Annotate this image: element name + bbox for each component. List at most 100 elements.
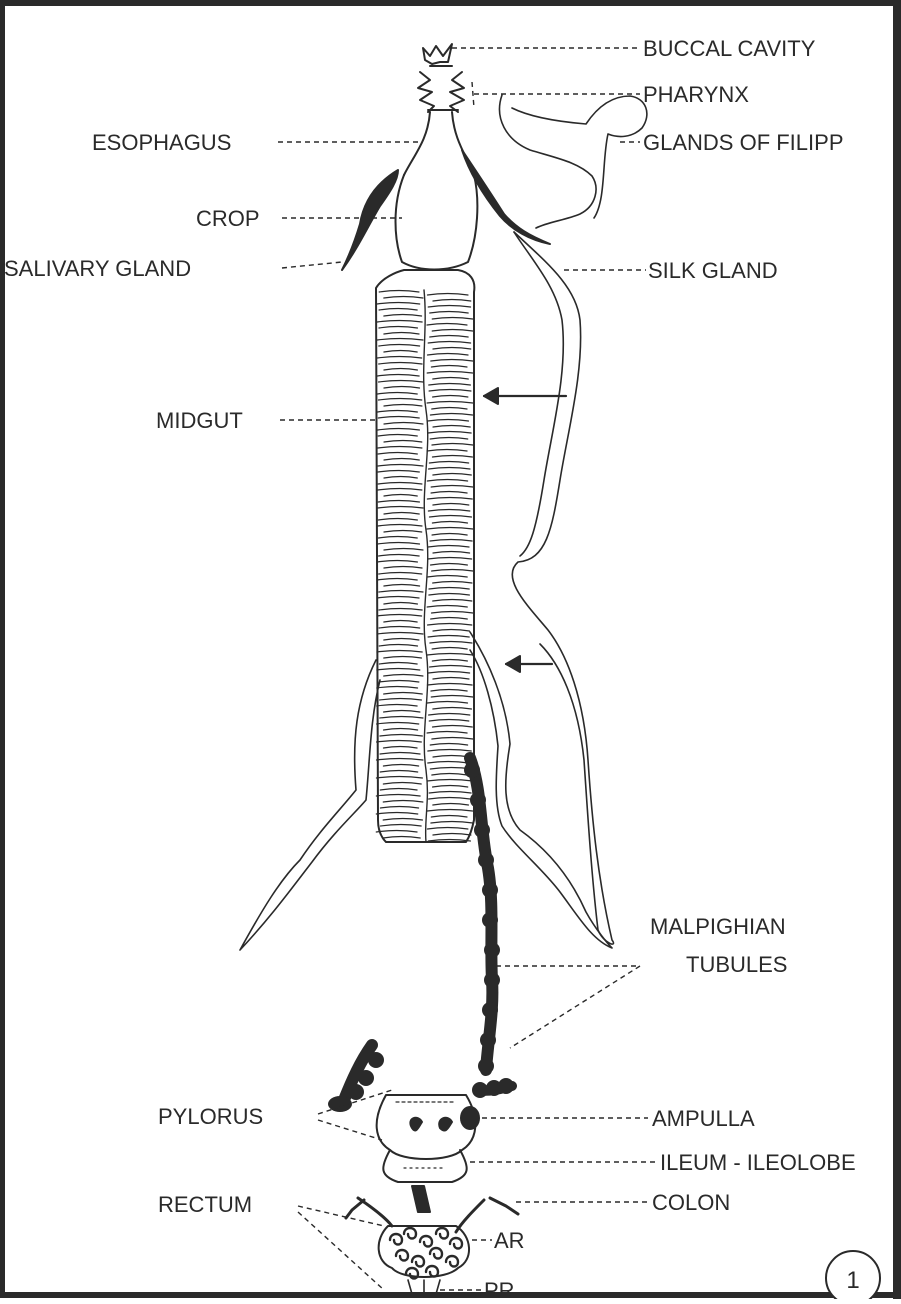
midgut-fold (384, 369, 417, 371)
midgut-fold (432, 648, 467, 650)
midgut-fold (379, 291, 419, 293)
midgut-fold (432, 444, 473, 446)
midgut-fold (430, 540, 472, 542)
midgut-fold (427, 702, 467, 704)
ampulla-left (410, 1118, 422, 1131)
midgut-fold (384, 441, 422, 443)
midgut-fold (383, 747, 417, 749)
midgut-fold (384, 351, 417, 353)
tubule-bead (482, 1002, 498, 1018)
tubule-bead (464, 762, 480, 778)
midgut-fold (376, 813, 417, 815)
filippi-gland-duct (500, 95, 596, 228)
midgut-fold (427, 576, 467, 578)
midgut-fold (377, 705, 417, 707)
midgut-fold (384, 711, 420, 713)
midgut-fold (428, 624, 472, 626)
midgut-fold (377, 651, 422, 653)
midgut-fold (427, 810, 472, 812)
scan-edge (893, 0, 901, 1299)
midgut-fold (378, 447, 422, 449)
midgut-fold (384, 297, 423, 299)
ampulla-right (439, 1118, 452, 1131)
colon-center (412, 1186, 430, 1212)
rectum-coil (426, 1266, 438, 1277)
midgut-fold (430, 666, 472, 668)
midgut-fold (377, 321, 422, 323)
midgut-fold (384, 477, 417, 479)
midgut-fold (384, 675, 423, 677)
midgut-fold (433, 474, 471, 476)
midgut-fold (431, 360, 473, 362)
midgut-fold (378, 429, 420, 431)
leader-malpighian (496, 966, 640, 1048)
midgut-fold (427, 294, 468, 296)
anatomy-drawing (240, 44, 647, 1296)
midgut-fold (433, 300, 471, 302)
midgut-fold (433, 582, 472, 584)
midgut-fold (383, 765, 418, 767)
midgut-fold (378, 435, 417, 437)
rectum-coil (396, 1250, 408, 1261)
midgut-fold (384, 603, 418, 605)
label-salivary-gland: SALIVARY GLAND (4, 256, 191, 281)
midgut-fold (429, 588, 469, 590)
midgut-fold (378, 543, 420, 545)
label-pr: PR (484, 1278, 515, 1299)
midgut-fold (427, 402, 473, 404)
rectum-outline (379, 1226, 469, 1277)
midgut-fold (433, 726, 473, 728)
midgut-fold (433, 804, 469, 806)
midgut-fold (377, 633, 423, 635)
midgut-fold (378, 483, 422, 485)
midgut-fold (384, 423, 423, 425)
label-crop: CROP (196, 206, 260, 231)
midgut-fold (383, 801, 423, 803)
midgut-fold (384, 387, 420, 389)
tubule-bead (480, 1032, 496, 1048)
tubule-bead (478, 1058, 494, 1074)
midgut-fold (429, 594, 470, 596)
midgut-fold (384, 585, 420, 587)
midgut-fold (378, 471, 419, 473)
midgut-fold (433, 378, 469, 380)
midgut-fold (427, 372, 472, 374)
label-ar: AR (494, 1228, 525, 1253)
midgut-fold (432, 534, 467, 536)
midgut-fold (432, 612, 473, 614)
midgut-fold (384, 621, 417, 623)
midgut-fold (379, 645, 417, 647)
midgut-fold (378, 489, 422, 491)
midgut-fold (428, 558, 472, 560)
midgut-fold (379, 609, 422, 611)
ampulla-dark (460, 1106, 480, 1130)
midgut-fold (431, 822, 473, 824)
midgut-fold (377, 669, 420, 671)
rectum-coil (430, 1248, 442, 1259)
midgut-fold (428, 306, 470, 308)
midgut-fold (384, 729, 418, 731)
midgut-fold (378, 453, 417, 455)
midgut-fold (429, 462, 468, 464)
midgut-fold (377, 561, 417, 563)
midgut-fold (429, 720, 469, 722)
midgut-fold (432, 318, 472, 320)
midgut-fold (428, 468, 470, 470)
midgut-fold (379, 363, 422, 365)
midgut-fold (380, 681, 419, 683)
label-buccal-cavity: BUCCAL CAVITY (643, 36, 816, 61)
rectum-coil (412, 1256, 424, 1267)
esophagus-outline (404, 112, 474, 175)
leader-salivary (282, 262, 342, 268)
midgut-fold (379, 663, 417, 665)
midgut-fold (432, 774, 467, 776)
midgut-fold (379, 555, 420, 557)
tubule-bead (482, 882, 498, 898)
pharynx-outline (418, 66, 464, 112)
midgut-fold (427, 450, 467, 452)
midgut-fold (384, 513, 419, 515)
midgut-fold (384, 549, 423, 551)
midgut-fold (430, 438, 468, 440)
arrow-upper-head (484, 388, 498, 404)
midgut-fold (384, 531, 422, 533)
